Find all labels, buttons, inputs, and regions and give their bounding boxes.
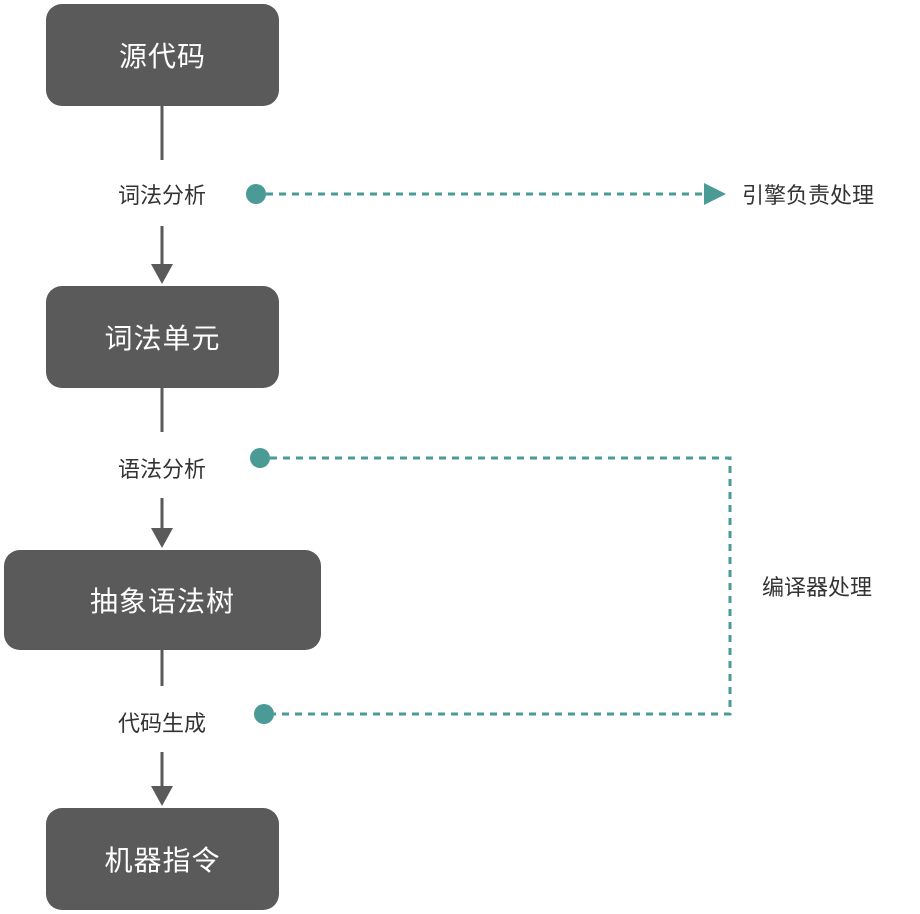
arrow-head-to-machine bbox=[151, 786, 173, 806]
engine-arrow-head bbox=[704, 183, 726, 205]
annotation-engine: 引擎负责处理 bbox=[742, 184, 875, 209]
step-lexical-analysis: 词法分析 bbox=[117, 184, 206, 209]
step-code-generation: 代码生成 bbox=[117, 712, 206, 737]
node-source-code: 源代码 bbox=[46, 4, 279, 106]
node-machine-code: 机器指令 bbox=[46, 808, 279, 910]
compiler-connector-dot-top bbox=[250, 448, 270, 468]
arrow-head-to-units bbox=[151, 264, 173, 284]
step-syntax-analysis: 语法分析 bbox=[117, 458, 206, 483]
compiler-dotted-bracket bbox=[270, 456, 732, 716]
compiler-connector-dot-bottom bbox=[254, 704, 274, 724]
node-lexical-units: 词法单元 bbox=[46, 286, 279, 388]
node-ast: 抽象语法树 bbox=[4, 550, 321, 650]
annotation-compiler: 编译器处理 bbox=[762, 576, 873, 601]
engine-connector-dot bbox=[246, 184, 266, 204]
arrow-head-to-ast bbox=[151, 528, 173, 548]
